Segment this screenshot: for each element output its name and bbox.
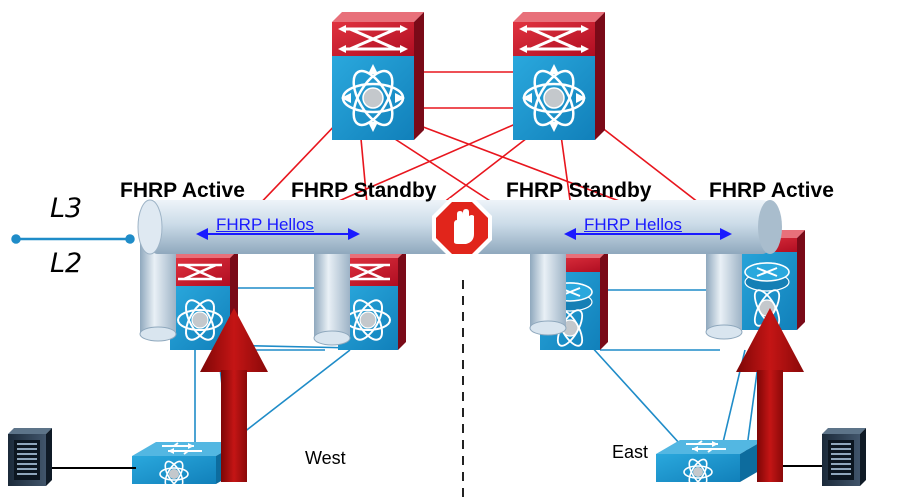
boundary-marker xyxy=(11,234,135,244)
fhrp-role-label: FHRP Active xyxy=(120,179,245,202)
pipe-drops xyxy=(139,232,743,346)
fhrp-hellos-label: FHRP Hellos xyxy=(216,215,314,234)
fhrp-role-label: FHRP Standby xyxy=(506,179,652,202)
access-switch-icon xyxy=(655,439,765,489)
fhrp-role-label: FHRP Active xyxy=(709,179,834,202)
stop-sign-icon xyxy=(432,198,492,258)
fhrp-hellos-label: FHRP Hellos xyxy=(584,215,682,234)
west-label: West xyxy=(305,448,346,468)
arrowhead-left xyxy=(564,228,576,240)
east-label: East xyxy=(612,442,649,462)
l3-label: L3 xyxy=(50,193,83,224)
server-icon xyxy=(7,427,53,487)
l2-label: L2 xyxy=(50,248,83,279)
server-icon xyxy=(821,427,867,487)
arrowhead-right xyxy=(720,228,732,240)
arrowhead-left xyxy=(196,228,208,240)
core-switch-icon xyxy=(511,10,607,142)
core-switch-icon xyxy=(330,10,426,142)
fhrp-role-label: FHRP Standby xyxy=(291,179,437,202)
access-links xyxy=(194,287,761,463)
arrowhead-right xyxy=(348,228,360,240)
